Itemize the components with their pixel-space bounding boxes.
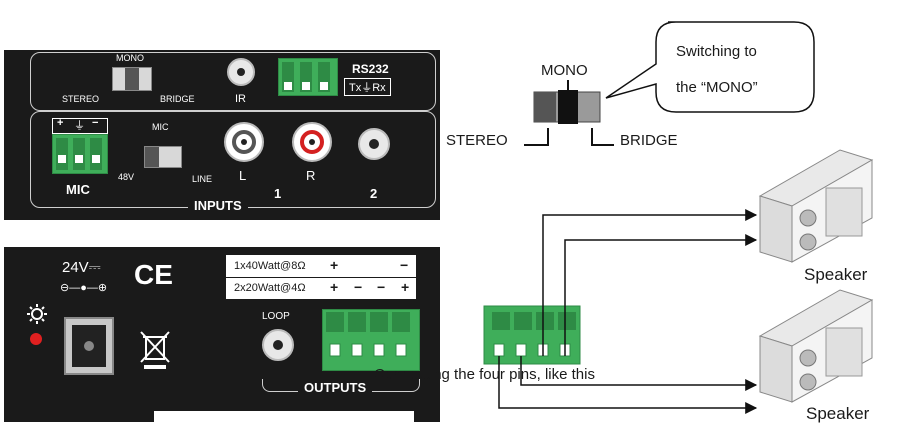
rs232-screws (282, 62, 330, 92)
jack-label-r: R (306, 168, 316, 183)
outputs-label: OUTPUTS (298, 380, 373, 395)
ce-mark: CE (134, 259, 173, 290)
ir-jack[interactable] (227, 58, 255, 86)
mic-polarity-box (52, 118, 108, 134)
input-number-2: 2 (370, 186, 378, 201)
ir-label: IR (235, 93, 246, 105)
speaker-label-top: Speaker (804, 265, 868, 284)
loop-jack-hole (273, 340, 283, 350)
rca-jack-right-ring (300, 130, 324, 154)
row2-plus-2: + (401, 279, 410, 295)
panel-notch (154, 411, 414, 422)
table-divider (226, 277, 416, 278)
rca-jack-right-pin (309, 139, 315, 145)
speaker-bottom (758, 289, 874, 403)
weee-bin-icon (138, 329, 172, 371)
mic-switch-label: MIC (152, 122, 169, 132)
rs232-title: RS232 (352, 62, 389, 76)
line-label: LINE (192, 174, 213, 184)
mic-line-switch[interactable] (144, 146, 182, 168)
polarity-symbol: ⊖—●—⊕ (60, 282, 108, 294)
row1-plus: + (330, 257, 339, 273)
voltage-label: 24V⎓ (62, 259, 101, 276)
row1-minus: − (400, 257, 409, 273)
rca-jack-right[interactable] (292, 122, 332, 162)
48v-label: 48V (118, 172, 135, 182)
callout-bubble (605, 21, 815, 113)
power-led (30, 333, 42, 345)
row2-minus-2: − (377, 279, 386, 295)
dc-jack-pin (84, 341, 94, 351)
ir-jack-hole (237, 68, 245, 76)
loop-jack[interactable] (262, 329, 294, 361)
mono-large-label: MONO (541, 62, 588, 79)
output-terminal-screws (326, 312, 410, 357)
mono-stereo-switch[interactable] (112, 67, 152, 91)
rs232-pins: Tx⏚Rx (344, 78, 391, 96)
rca-jack-left-ring (232, 130, 256, 154)
mic-plus-sign: + (57, 117, 64, 129)
dc-jack-socket (72, 325, 106, 367)
inputs-label: INPUTS (188, 198, 248, 213)
mono-switch-large (524, 80, 614, 146)
input-2-jack[interactable] (358, 128, 390, 160)
speaker-label-bottom: Speaker (806, 404, 870, 423)
bridge-large-label: BRIDGE (620, 132, 678, 149)
spec-row-1: 1x40Watt@8Ω (234, 260, 306, 272)
switch-knob (125, 68, 139, 90)
mono-label: MONO (116, 53, 144, 63)
mic-ground-sign: ⏚ (74, 120, 85, 132)
top-section-frame (30, 52, 436, 111)
switch-knob (145, 147, 159, 167)
wiring-caption: Connecting the four pins, like this (374, 366, 595, 383)
input-2-jack-hole (369, 139, 379, 149)
dc-power-jack[interactable] (64, 317, 114, 375)
rca-jack-left[interactable] (224, 122, 264, 162)
stereo-label: STEREO (62, 94, 100, 104)
mic-minus-sign: − (92, 117, 99, 129)
row2-minus-1: − (354, 279, 363, 295)
rca-jack-left-pin (241, 139, 247, 145)
stereo-large-label: STEREO (446, 132, 508, 149)
callout-line-1: Switching to (676, 43, 757, 60)
power-indicator-icon (26, 303, 48, 325)
input-number-1: 1 (274, 186, 282, 201)
mic-label: MIC (66, 182, 90, 197)
speaker-wires (498, 209, 758, 414)
speaker-top (758, 149, 874, 263)
row2-plus-1: + (330, 279, 339, 295)
jack-label-l: L (239, 168, 247, 183)
mic-terminal-screws (56, 138, 102, 170)
bridge-label: BRIDGE (160, 94, 195, 104)
callout-line-2: the “MONO” (676, 79, 758, 96)
loop-label: LOOP (262, 311, 290, 322)
spec-row-2: 2x20Watt@4Ω (234, 282, 306, 294)
rear-panel-outputs: 24V⎓ ⊖—●—⊕ CE 1x40Watt@8Ω (4, 247, 440, 422)
rear-panel-inputs: MONO STEREO BRIDGE IR RS232 Tx⏚Rx + ⏚ − … (4, 50, 440, 220)
